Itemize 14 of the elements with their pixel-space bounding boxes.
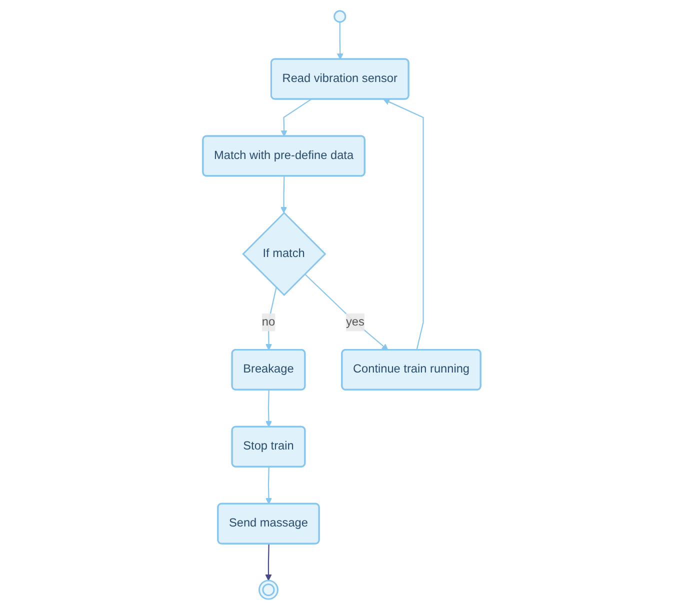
arrow [280,176,288,213]
arrow [304,273,388,350]
node-diamond: If match [242,211,326,296]
arrow [266,466,272,504]
node-circle [334,10,346,22]
edge-label: no [262,315,276,328]
arrow [266,286,278,350]
arrow [281,98,312,136]
arrow [266,390,272,427]
node-circle [258,579,279,600]
arrow [337,22,344,60]
arrow [265,543,272,580]
edge-label: yes [346,315,365,328]
arrow [383,98,424,350]
